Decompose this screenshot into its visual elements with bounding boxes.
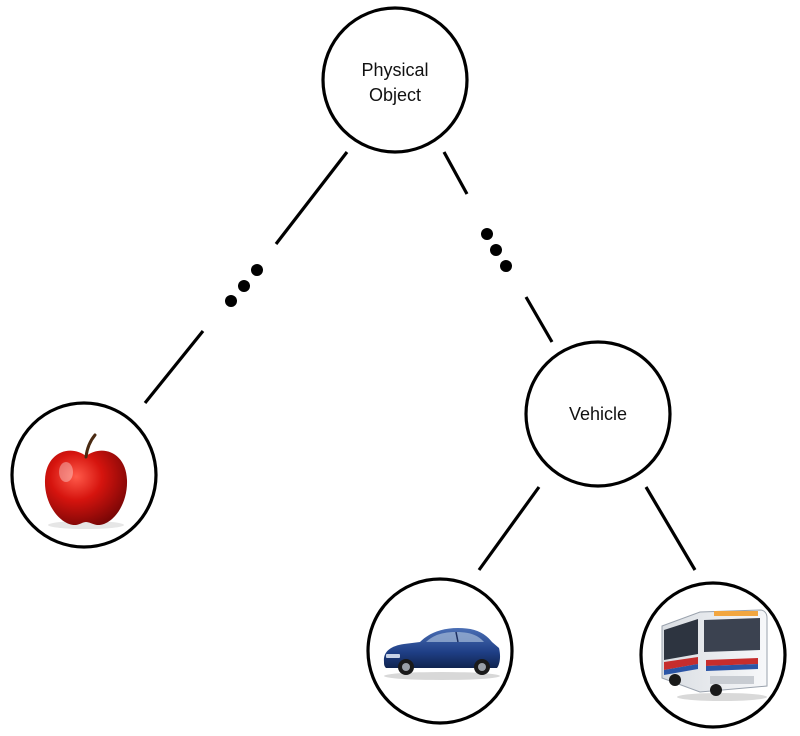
ellipsis-dot bbox=[490, 244, 502, 256]
edges bbox=[143, 151, 697, 571]
ellipsis-right bbox=[481, 228, 512, 272]
ellipsis-dot bbox=[251, 264, 263, 276]
node-car bbox=[366, 577, 514, 725]
node-bus bbox=[639, 581, 787, 729]
edge-root-right-lower bbox=[524, 296, 554, 343]
node-label-line1: Physical bbox=[361, 60, 428, 80]
node-label-line2: Object bbox=[369, 85, 421, 105]
node-apple bbox=[10, 401, 158, 549]
node-physical-object: Physical Object bbox=[321, 6, 469, 154]
ellipsis-dot bbox=[481, 228, 493, 240]
ellipsis-dot bbox=[225, 295, 237, 307]
edge-vehicle-car bbox=[477, 486, 541, 571]
ellipsis-dot bbox=[500, 260, 512, 272]
apple-icon bbox=[44, 433, 128, 529]
node-circle bbox=[321, 6, 469, 154]
bus-icon bbox=[661, 609, 768, 701]
ellipsis-left bbox=[225, 264, 263, 307]
node-label: Vehicle bbox=[569, 404, 627, 424]
node-circle bbox=[524, 340, 672, 488]
edge-root-right-upper bbox=[442, 151, 469, 195]
edge-root-left-upper bbox=[274, 151, 349, 245]
edge-root-left-lower bbox=[143, 329, 205, 405]
ellipsis-dot bbox=[238, 280, 250, 292]
edge-vehicle-bus bbox=[644, 486, 697, 571]
node-vehicle: Vehicle bbox=[524, 340, 672, 488]
car-icon bbox=[383, 628, 501, 680]
